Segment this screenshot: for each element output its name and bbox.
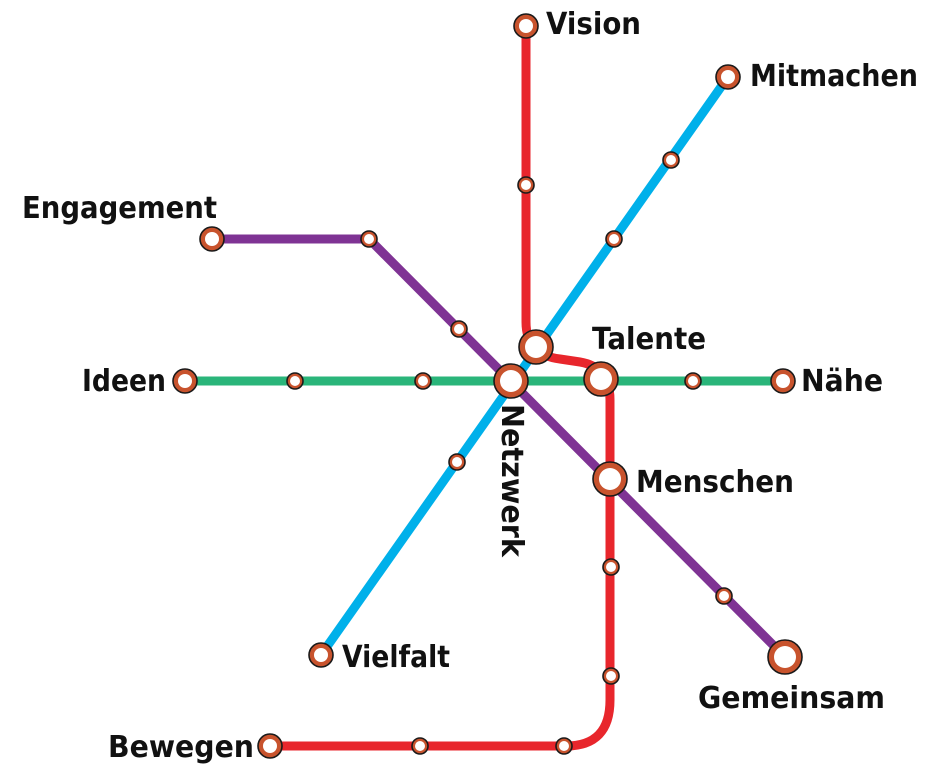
- stop-purple-1[interactable]: [360, 230, 378, 248]
- label-ideen: Ideen: [82, 364, 166, 399]
- label-mitmachen: Mitmachen: [750, 59, 918, 94]
- label-vision: Vision: [546, 7, 641, 42]
- station-talente-junction[interactable]: [518, 329, 554, 365]
- stop-red-5[interactable]: [411, 737, 429, 755]
- label-naehe: Nähe: [801, 364, 883, 399]
- blue-line: [316, 72, 733, 660]
- station-netzwerk[interactable]: [493, 363, 529, 399]
- station-ideen[interactable]: [172, 368, 198, 394]
- label-bewegen: Bewegen: [108, 730, 254, 764]
- stop-green-1[interactable]: [286, 372, 304, 390]
- stop-red-4[interactable]: [555, 737, 573, 755]
- label-gemeinsam: Gemeinsam: [698, 681, 885, 716]
- stop-green-3[interactable]: [684, 372, 702, 390]
- stop-purple-3[interactable]: [715, 587, 733, 605]
- label-netzwerk: Netzwerk: [494, 404, 529, 558]
- stop-blue-2[interactable]: [605, 230, 623, 248]
- station-gemeinsam[interactable]: [767, 639, 803, 675]
- stop-blue-3[interactable]: [448, 453, 466, 471]
- station-menschen[interactable]: [592, 461, 628, 497]
- stop-red-2[interactable]: [602, 558, 620, 576]
- stop-blue-1[interactable]: [662, 151, 680, 169]
- label-talente: Talente: [592, 322, 706, 357]
- label-menschen: Menschen: [636, 465, 794, 500]
- station-vielfalt[interactable]: [308, 642, 334, 668]
- label-vielfalt: Vielfalt: [342, 640, 450, 675]
- station-mitmachen[interactable]: [715, 64, 741, 90]
- station-talente[interactable]: [583, 361, 619, 397]
- station-vision[interactable]: [513, 13, 539, 39]
- station-bewegen[interactable]: [257, 733, 283, 759]
- label-engagement: Engagement: [22, 191, 217, 226]
- stop-green-2[interactable]: [414, 372, 432, 390]
- station-naehe[interactable]: [770, 368, 796, 394]
- stop-purple-2[interactable]: [450, 320, 468, 338]
- stop-red-1[interactable]: [517, 176, 535, 194]
- station-engagement[interactable]: [199, 226, 225, 252]
- red-line: [265, 21, 615, 751]
- stop-red-3[interactable]: [602, 667, 620, 685]
